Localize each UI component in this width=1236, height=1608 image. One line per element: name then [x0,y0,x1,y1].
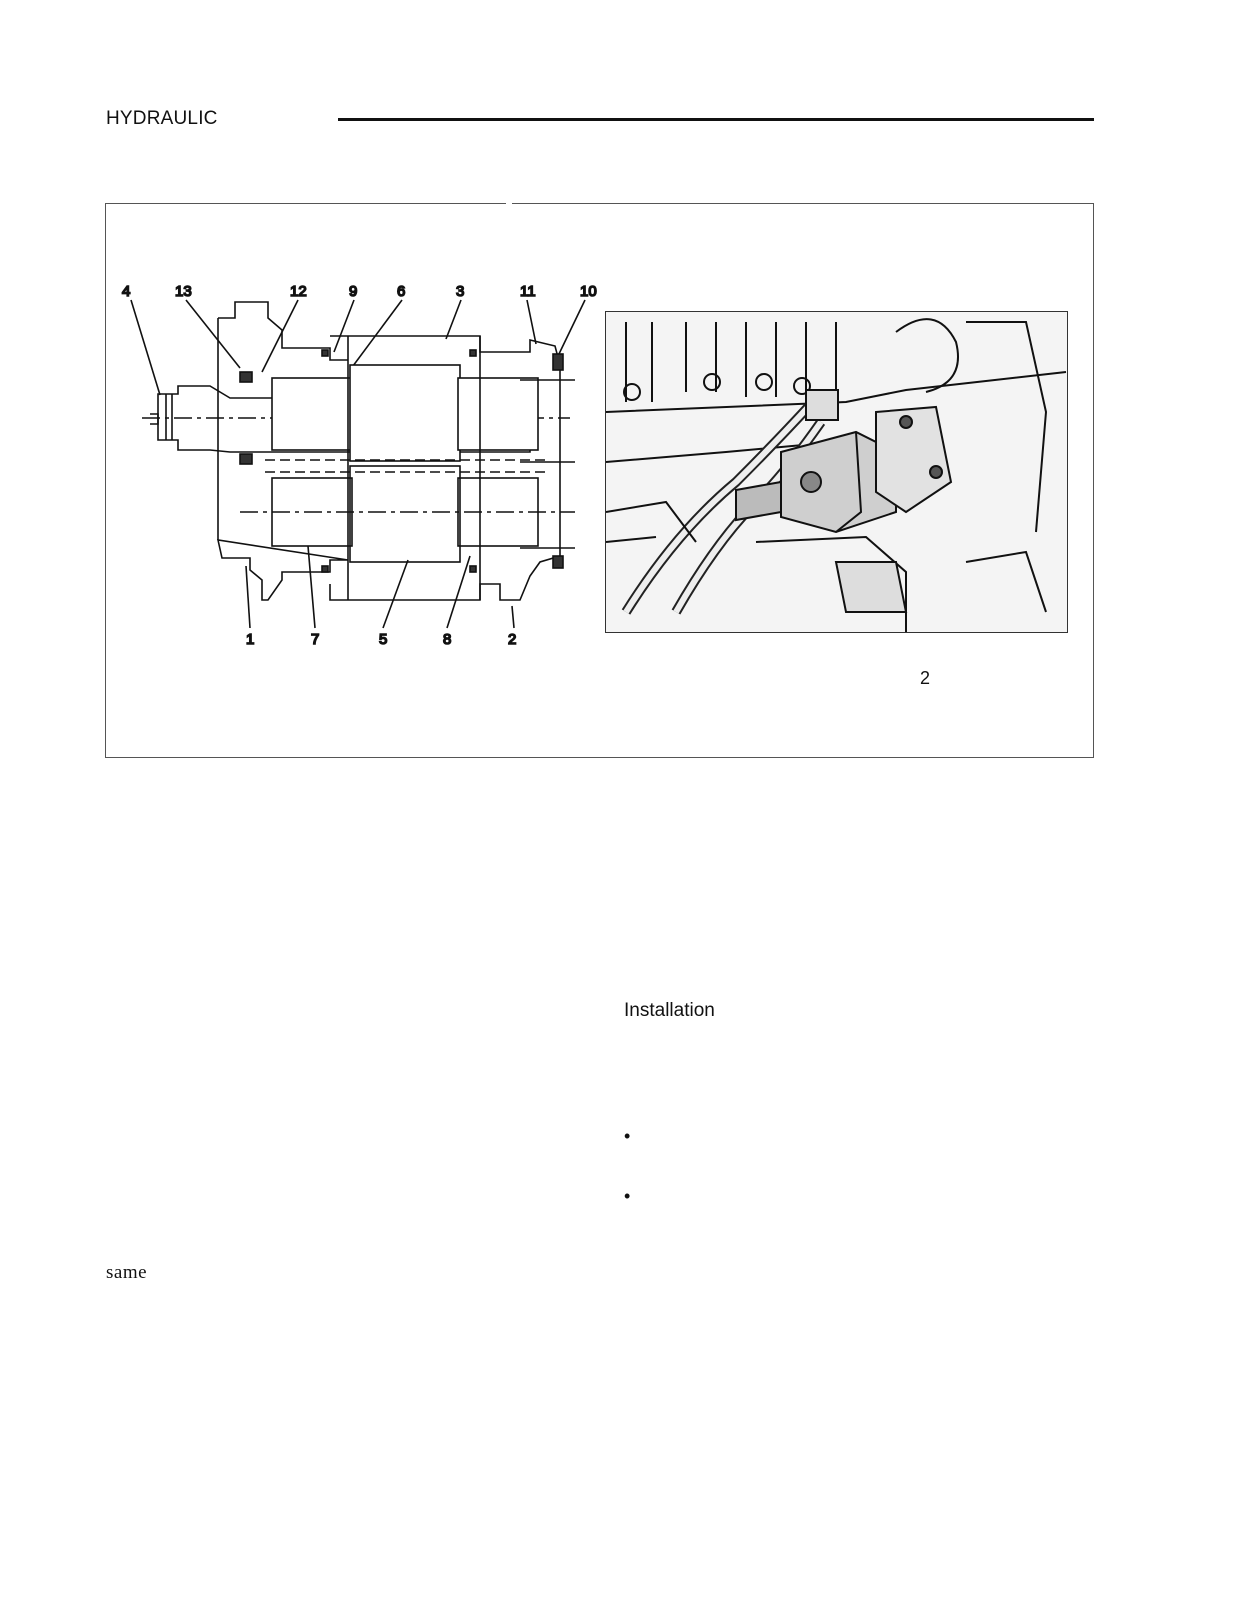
callout-label: 8 [443,631,451,648]
section-title: HYDRAULIC [106,108,218,129]
callout-label: 9 [349,283,357,300]
gear-pump-cross-section-diagram: 4 13 12 9 6 3 11 10 1 7 5 8 2 [121,282,597,649]
bullet-point: • [624,1186,631,1206]
installation-heading: Installation [624,1000,715,1021]
callout-label: 7 [311,631,319,648]
callout-label: 13 [175,283,192,300]
callout-label: 2 [508,631,516,648]
callout-label: 12 [290,283,307,300]
bullet-point: • [624,1126,631,1146]
callout-label: 10 [580,283,597,300]
callout-label: 4 [122,283,130,300]
engine-pump-illustration [606,312,1067,632]
figure-number: 2 [920,668,931,688]
callout-label: 11 [520,283,536,300]
figure-frame [105,202,1094,758]
header-rule [338,118,1094,121]
body-text-fragment: same [106,1262,148,1283]
callout-label: 3 [456,283,464,300]
callout-label: 1 [246,631,254,648]
callout-label: 5 [379,631,387,648]
callout-label: 6 [397,283,405,300]
pump-installation-photo [605,311,1068,633]
